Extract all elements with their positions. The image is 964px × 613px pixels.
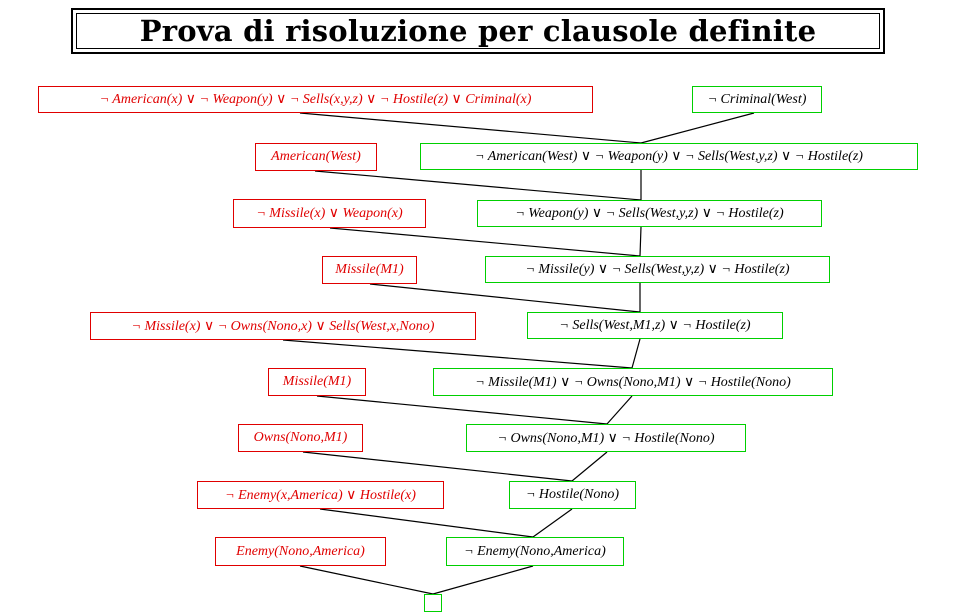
- edge: [606, 395, 633, 425]
- edge: [319, 508, 534, 538]
- edge: [316, 395, 608, 425]
- edge: [432, 565, 534, 595]
- kb-clause-criminal-rule: ¬ American(x) ∨ ¬ Weapon(y) ∨ ¬ Sells(x,…: [38, 86, 593, 113]
- edge: [282, 339, 633, 369]
- title-frame: Prova di risoluzione per clausole defini…: [71, 8, 885, 54]
- edge: [314, 170, 642, 201]
- kb-clause-sells-rule: ¬ Missile(x) ∨ ¬ Owns(Nono,x) ∨ Sells(We…: [90, 312, 476, 340]
- edge: [631, 338, 641, 369]
- kb-clause-missile-m1-2: Missile(M1): [268, 368, 366, 396]
- derived-clause-1: ¬ American(West) ∨ ¬ Weapon(y) ∨ ¬ Sells…: [420, 143, 918, 170]
- edge: [329, 227, 641, 257]
- goal-clause-criminal-west: ¬ Criminal(West): [692, 86, 822, 113]
- edge: [302, 451, 573, 482]
- edge: [299, 112, 642, 144]
- title-inner-frame: Prova di risoluzione per clausole defini…: [76, 13, 880, 49]
- derived-clause-3: ¬ Missile(y) ∨ ¬ Sells(West,y,z) ∨ ¬ Hos…: [485, 256, 830, 283]
- kb-clause-missile-m1: Missile(M1): [322, 256, 417, 284]
- derived-clause-6: ¬ Owns(Nono,M1) ∨ ¬ Hostile(Nono): [466, 424, 746, 452]
- kb-clause-owns-nono-m1: Owns(Nono,M1): [238, 424, 363, 452]
- edge: [571, 451, 608, 482]
- kb-clause-enemy-nono-america: Enemy(Nono,America): [215, 537, 386, 566]
- kb-clause-american-west: American(West): [255, 143, 377, 171]
- kb-clause-missile-weapon-rule: ¬ Missile(x) ∨ Weapon(x): [233, 199, 426, 228]
- diagram-title: Prova di risoluzione per clausole defini…: [139, 14, 817, 48]
- derived-clause-5: ¬ Missile(M1) ∨ ¬ Owns(Nono,M1) ∨ ¬ Host…: [433, 368, 833, 396]
- edge: [640, 112, 755, 144]
- derived-clause-8: ¬ Enemy(Nono,America): [446, 537, 624, 566]
- derived-clause-2: ¬ Weapon(y) ∨ ¬ Sells(West,y,z) ∨ ¬ Host…: [477, 200, 822, 227]
- derived-clause-7: ¬ Hostile(Nono): [509, 481, 636, 509]
- edge: [299, 565, 434, 595]
- edge: [369, 283, 641, 313]
- edge: [532, 508, 573, 538]
- edge: [639, 226, 642, 257]
- empty-clause: [424, 594, 442, 612]
- kb-clause-enemy-hostile-rule: ¬ Enemy(x,America) ∨ Hostile(x): [197, 481, 444, 509]
- derived-clause-4: ¬ Sells(West,M1,z) ∨ ¬ Hostile(z): [527, 312, 783, 339]
